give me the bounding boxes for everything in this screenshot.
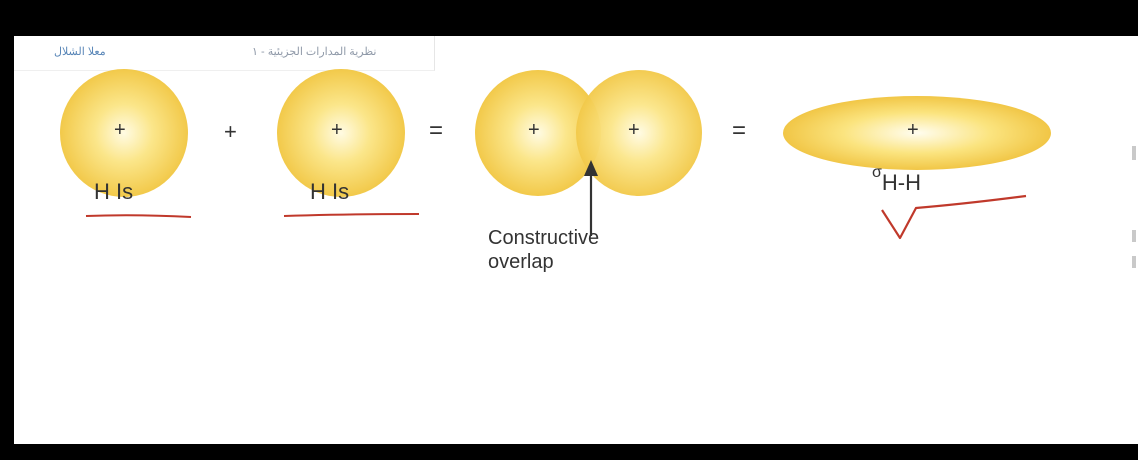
overlap-caption: Constructive overlap bbox=[488, 226, 599, 274]
nucleus-plus-1: + bbox=[114, 119, 126, 141]
edge-artifact-3 bbox=[1132, 256, 1136, 268]
orbital-diagram bbox=[60, 69, 1051, 240]
nucleus-plus-4: + bbox=[628, 119, 640, 141]
sigma-subscript: H-H bbox=[881, 170, 921, 195]
underline-red-1 bbox=[85, 214, 192, 218]
h-1s-orbital-2 bbox=[277, 69, 405, 197]
checkmark-red bbox=[881, 194, 1027, 240]
overlap-orbital-left bbox=[475, 70, 601, 196]
atom2-label: H Is bbox=[310, 179, 350, 204]
nucleus-plus-5: + bbox=[907, 119, 919, 141]
underline-red-2 bbox=[283, 213, 420, 217]
edge-artifact-1 bbox=[1132, 146, 1136, 160]
operator-equals-2: = bbox=[732, 117, 747, 144]
nucleus-plus-3: + bbox=[528, 119, 540, 141]
h-1s-orbital-1 bbox=[60, 69, 188, 197]
operator-plus: + bbox=[224, 119, 237, 144]
overlap-caption-line2: overlap bbox=[488, 251, 554, 273]
arrow-head bbox=[584, 160, 598, 176]
atom1-label: H Is bbox=[94, 179, 134, 204]
overlap-orbital-right bbox=[576, 70, 702, 196]
sigma-symbol: σ bbox=[872, 164, 882, 181]
slide-frame: نظرية المدارات الجزيئية - ١ معلا الشلال bbox=[14, 36, 1138, 444]
tab-teacher-name[interactable]: معلا الشلال bbox=[54, 46, 106, 58]
tab-lesson-title[interactable]: نظرية المدارات الجزيئية - ١ bbox=[252, 46, 377, 58]
nucleus-plus-2: + bbox=[331, 119, 343, 141]
tab-bar: نظرية المدارات الجزيئية - ١ معلا الشلال bbox=[14, 36, 435, 71]
overlap-caption-line1: Constructive bbox=[488, 227, 600, 249]
sigma-orbital bbox=[783, 96, 1051, 170]
sigma-label: σH-H bbox=[872, 164, 921, 195]
operator-equals-1: = bbox=[429, 117, 444, 144]
edge-artifact-2 bbox=[1132, 230, 1136, 242]
